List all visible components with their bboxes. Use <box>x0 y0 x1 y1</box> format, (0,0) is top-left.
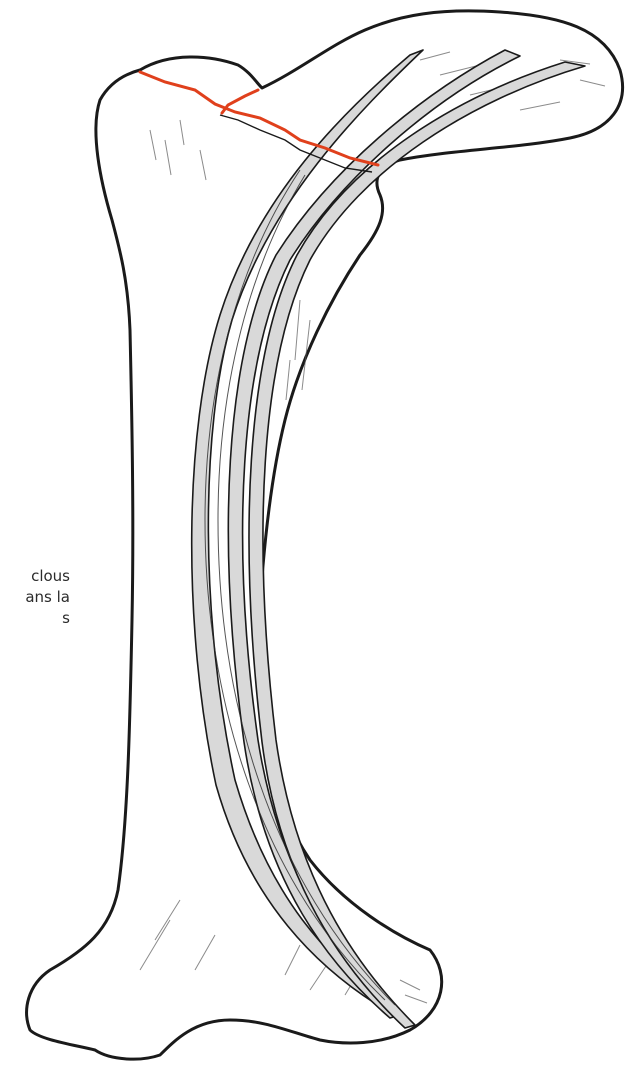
caption-line-2: ans la <box>0 587 70 608</box>
caption-line-1: clous <box>0 566 70 587</box>
figure-caption: clous ans la s <box>0 566 70 629</box>
caption-line-3: s <box>0 608 70 629</box>
